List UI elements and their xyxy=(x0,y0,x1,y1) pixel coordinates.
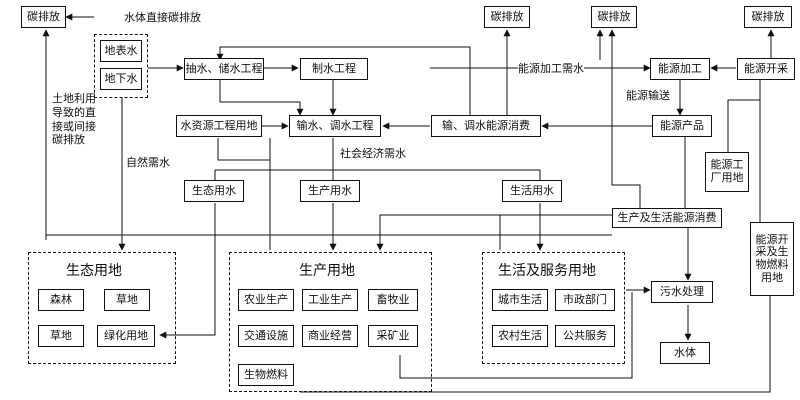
eco-item-green-land: 绿化用地 xyxy=(97,325,155,347)
prod-item-biofuel: 生物燃料 xyxy=(238,364,294,386)
direct-water-emission-label: 水体直接碳排放 xyxy=(124,11,201,24)
energy-processing-water-label: 能源加工需水 xyxy=(518,62,584,76)
transfer-water-engineering-box: 输水、调水工程 xyxy=(289,115,381,137)
life-item-public-service: 公共服务 xyxy=(555,325,615,347)
energy-mining-box: 能源开采 xyxy=(737,58,795,80)
natural-water-label: 自然需水 xyxy=(126,156,170,169)
land-use-emission-label: 土地利用导致的直接或间接碳排放 xyxy=(52,92,96,147)
life-item-municipal: 市政部门 xyxy=(555,289,615,311)
eco-item-grass-1: 草地 xyxy=(104,289,150,311)
eco-land-group xyxy=(28,252,176,364)
water-body-box: 水体 xyxy=(660,342,710,364)
sewage-treatment-box: 污水处理 xyxy=(651,281,713,303)
prod-life-energy-box: 生产及生活能源消费 xyxy=(612,208,722,228)
carbon-emission-mining: 碳排放 xyxy=(744,6,792,28)
eco-land-title: 生态用地 xyxy=(66,263,122,279)
energy-transport-label: 能源输送 xyxy=(626,89,670,102)
prod-item-mining: 采矿业 xyxy=(368,325,418,347)
eco-water-box: 生态用水 xyxy=(184,180,244,202)
energy-processing-box: 能源加工 xyxy=(650,58,710,80)
surface-water-box: 地表水 xyxy=(100,40,142,62)
carbon-emission-transfer: 碳排放 xyxy=(484,6,530,28)
water-resource-land-box: 水资源工程用地 xyxy=(176,115,262,137)
eco-item-forest: 森林 xyxy=(38,289,84,311)
life-item-rural: 农村生活 xyxy=(492,325,548,347)
carbon-emission-energy: 碳排放 xyxy=(591,6,637,28)
water-sources-group xyxy=(94,34,148,98)
water-making-engineering-box: 制水工程 xyxy=(300,58,368,80)
prod-item-industry: 工业生产 xyxy=(302,289,358,311)
eco-item-grass-2: 草地 xyxy=(38,325,84,347)
energy-products-box: 能源产品 xyxy=(652,115,712,137)
prod-item-transport: 交通设施 xyxy=(238,325,294,347)
life-water-box: 生活用水 xyxy=(502,180,562,202)
groundwater-box: 地下水 xyxy=(100,68,142,90)
prod-item-livestock: 畜牧业 xyxy=(368,289,418,311)
social-water-label: 社会经济需水 xyxy=(340,147,406,160)
life-service-land-title: 生活及服务用地 xyxy=(498,263,596,279)
production-land-group xyxy=(229,252,432,392)
life-item-urban: 城市生活 xyxy=(492,289,548,311)
prod-item-agriculture: 农业生产 xyxy=(238,289,294,311)
energy-factory-land-box: 能源工厂用地 xyxy=(705,152,749,192)
production-water-box: 生产用水 xyxy=(300,180,360,202)
prod-item-commerce: 商业经营 xyxy=(302,325,358,347)
pump-store-engineering-box: 抽水、储水工程 xyxy=(184,58,264,80)
production-land-title: 生产用地 xyxy=(299,263,355,279)
transfer-energy-consumption-box: 输、调水能源消费 xyxy=(431,115,541,137)
life-service-land-group xyxy=(482,252,625,364)
energy-biofuel-land-box: 能源开采及生物燃料用地 xyxy=(750,222,794,296)
carbon-emission-left: 碳排放 xyxy=(21,6,66,28)
